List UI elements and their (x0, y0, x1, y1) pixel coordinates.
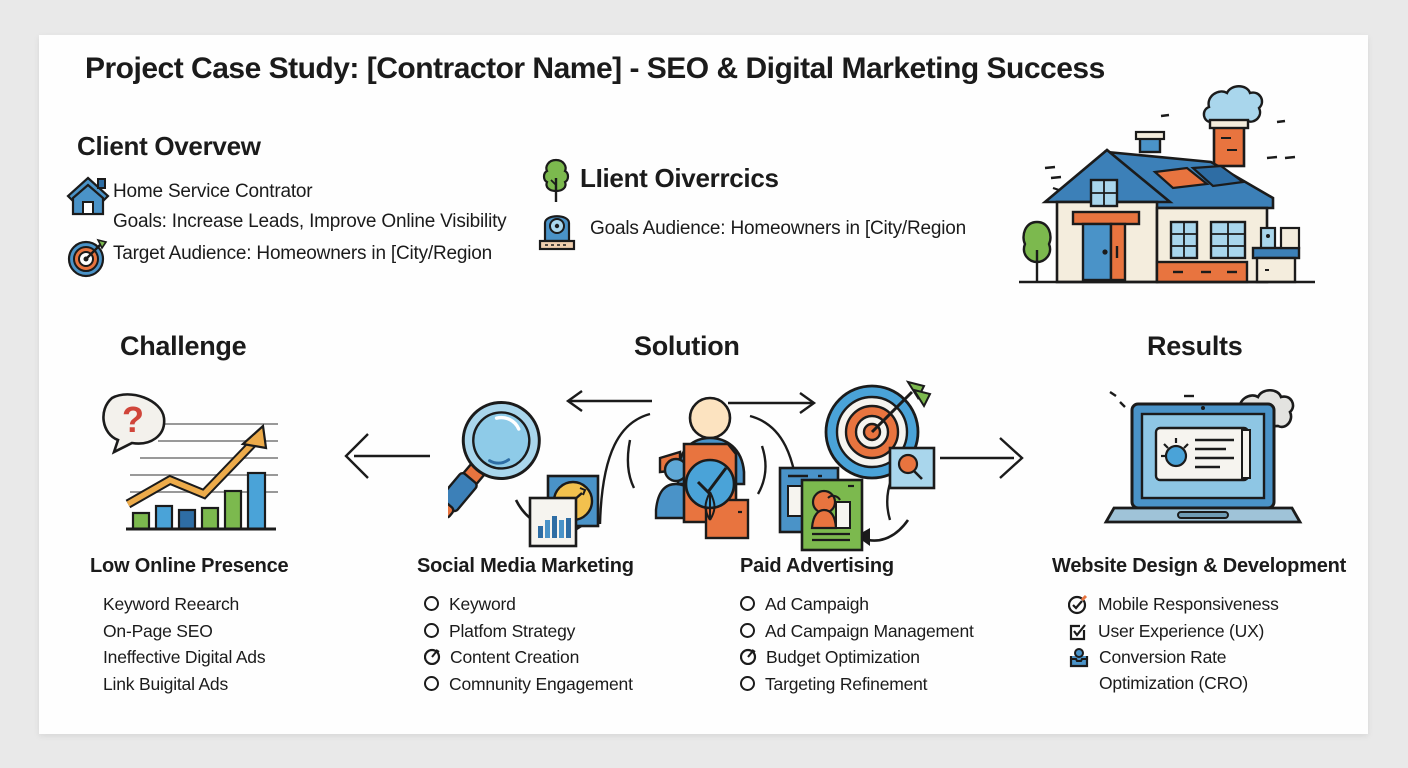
laptop-illustration (1100, 386, 1305, 548)
bar-chart-question-illustration: ? (100, 388, 285, 548)
circle-bullet-icon (424, 596, 439, 611)
house-icon (66, 176, 110, 216)
results-header: Results (1147, 331, 1243, 361)
smm-item: Platfom Strategy (449, 620, 576, 641)
page-title: Project Case Study: [Contractor Name] - … (85, 52, 1105, 85)
inbox-tray-icon (1068, 647, 1090, 669)
house-illustration (1015, 80, 1320, 288)
smm-item: Keyword (449, 594, 516, 614)
results-item: Mobile Responsiveness (1098, 594, 1279, 614)
smm-item: Content Creation (450, 647, 580, 667)
results-item: Conversion Rate Optimization (CRO) (1099, 647, 1249, 693)
challenge-item: Keyword Reearch (103, 594, 240, 614)
ad-cards-illustration (778, 466, 866, 552)
arrow-left-outer-icon (340, 428, 435, 483)
arrow-left-inner-icon (562, 388, 654, 414)
target-dart-illustration (816, 380, 938, 492)
svg-text:?: ? (122, 399, 144, 440)
coin-bar-cards-illustration (528, 474, 600, 548)
client-overview-item-2: Goals: Increase Leads, Improve Online Vi… (113, 211, 507, 232)
circle-bullet-icon (740, 622, 755, 638)
challenge-header: Challenge (120, 331, 247, 361)
clock-circle-icon (740, 648, 757, 665)
paid-adv-subheading: Paid Advertising (740, 555, 894, 577)
client-overview-heading: Client Overvew (77, 131, 261, 161)
magnifier-illustration (448, 390, 553, 540)
curve-left-decoration (592, 412, 652, 527)
challenge-subheading: Low Online Presence (90, 555, 289, 577)
circle-bullet-icon (424, 622, 439, 638)
solution-header: Solution (634, 331, 740, 361)
checkbox-arrow-icon (1068, 621, 1089, 642)
webcam-icon (537, 209, 577, 253)
task-check-circle-icon (1068, 594, 1089, 615)
smm-subheading: Social Media Marketing (417, 555, 634, 577)
arrow-right-outer-icon (938, 432, 1028, 484)
paid-adv-item: Budget Optimization (766, 647, 920, 667)
paid-adv-item: Targeting Refinement (765, 673, 928, 694)
client-overview-item-3: Target Audience: Homeowners in [City/Reg… (113, 243, 492, 264)
paid-adv-item: Ad Campaign Management (765, 620, 974, 641)
client-overview-alt-heading: LIient Oiverrcics (580, 163, 779, 193)
challenge-item: Link Buigital Ads (103, 673, 229, 694)
smm-item: Comnunity Engagement (449, 673, 633, 694)
challenge-item: On-Page SEO (103, 620, 213, 641)
people-group-illustration (650, 392, 762, 547)
circle-bullet-icon (740, 675, 755, 691)
target-icon (66, 235, 111, 280)
client-overview-item-1: Home Service Contrator (113, 181, 313, 202)
results-subheading: Website Design & Development (1052, 555, 1347, 577)
clock-circle-icon (424, 648, 441, 665)
arrow-right-inner-icon (726, 390, 820, 416)
results-list: Mobile Responsiveness User Experience (U… (1068, 592, 1368, 697)
circle-bullet-icon (740, 596, 755, 611)
paid-adv-list: Ad Campaigh Ad Campaign Management Budge… (740, 592, 974, 698)
challenge-list: Keyword Reearch On-Page SEO Ineffective … (103, 592, 266, 698)
tree-icon (541, 158, 571, 204)
paid-adv-item: Ad Campaigh (765, 594, 869, 614)
results-item: User Experience (UX) (1098, 620, 1265, 641)
smm-list: Keyword Platfom Strategy Content Creatio… (424, 592, 633, 698)
challenge-item: Ineffective Digital Ads (103, 647, 266, 667)
circle-bullet-icon (424, 675, 439, 691)
client-overview-alt-item-1: Goals Audience: Homeowners in [City/Regi… (590, 218, 967, 239)
